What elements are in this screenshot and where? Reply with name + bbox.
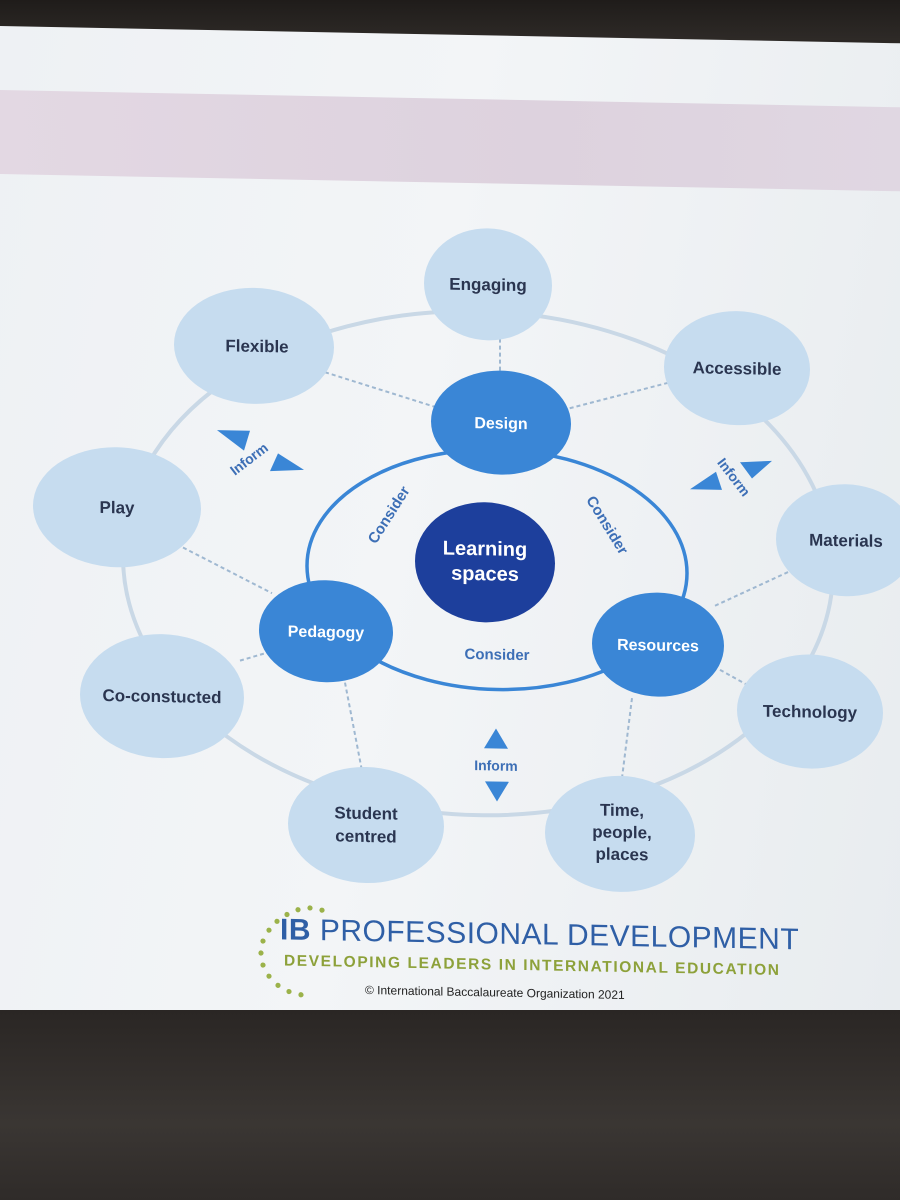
svg-text:Inform: Inform xyxy=(474,757,518,774)
svg-text:Materials: Materials xyxy=(809,531,883,551)
consider-label-left: Consider xyxy=(365,483,414,547)
outer-node-co-constructed: Co-constucted xyxy=(80,634,244,759)
svg-text:Time,: Time, xyxy=(600,801,644,821)
brand-tagline: DEVELOPING LEADERS IN INTERNATIONAL EDUC… xyxy=(284,952,781,979)
ib-logo-block: IB PROFESSIONAL DEVELOPMENT DEVELOPING L… xyxy=(250,899,870,1011)
outer-node-time-people-places: Time, people, places xyxy=(545,775,695,892)
consider-label-bottom: Consider xyxy=(464,646,529,664)
triangle-arrow-icon xyxy=(270,453,304,472)
consider-label-right: Consider xyxy=(582,493,631,558)
svg-text:Inform: Inform xyxy=(227,439,271,478)
outer-node-flexible: Flexible xyxy=(174,287,334,404)
projected-slide: Engaging Flexible Accessible Materials P… xyxy=(0,26,900,1040)
svg-text:Design: Design xyxy=(474,415,527,433)
outer-node-accessible: Accessible xyxy=(664,311,810,426)
inform-marker-right: Inform xyxy=(690,455,772,499)
svg-text:people,: people, xyxy=(592,822,652,842)
brand-prefix: IB xyxy=(280,913,311,947)
learning-spaces-diagram: Engaging Flexible Accessible Materials P… xyxy=(33,228,900,892)
svg-text:places: places xyxy=(596,844,649,864)
outer-node-materials: Materials xyxy=(776,484,900,597)
triangle-arrow-icon xyxy=(690,471,722,490)
svg-text:Engaging: Engaging xyxy=(449,275,526,295)
inform-marker-left: Inform xyxy=(217,430,304,478)
svg-text:centred: centred xyxy=(335,826,396,846)
outer-node-engaging: Engaging xyxy=(424,228,552,341)
outer-node-technology: Technology xyxy=(737,654,883,769)
triangle-arrow-icon xyxy=(740,460,772,479)
center-node-learning-spaces: Learning spaces xyxy=(415,502,555,623)
triangle-arrow-icon xyxy=(217,430,250,451)
svg-text:Resources: Resources xyxy=(617,637,699,656)
connector-lines xyxy=(182,338,791,779)
svg-text:Student: Student xyxy=(334,803,398,823)
triangle-down-icon xyxy=(485,781,509,802)
svg-text:Pedagogy: Pedagogy xyxy=(288,624,365,642)
inner-node-resources: Resources xyxy=(592,592,724,697)
brand-title: IB PROFESSIONAL DEVELOPMENT xyxy=(280,913,799,957)
outer-node-play: Play xyxy=(33,447,201,568)
svg-text:Inform: Inform xyxy=(714,455,753,499)
svg-text:spaces: spaces xyxy=(451,563,519,586)
svg-text:Flexible: Flexible xyxy=(225,336,288,356)
projector-frame-bottom xyxy=(0,1010,900,1200)
inform-marker-bottom: Inform xyxy=(474,728,518,802)
inner-node-design: Design xyxy=(431,370,571,475)
svg-text:Technology: Technology xyxy=(763,702,858,723)
triangle-up-icon xyxy=(484,728,508,749)
svg-text:Learning: Learning xyxy=(443,538,527,562)
outer-node-student-centred: Student centred xyxy=(288,767,444,884)
svg-text:Accessible: Accessible xyxy=(693,358,782,379)
ib-dotted-arc-icon xyxy=(258,905,325,998)
copyright-notice: © International Baccalaureate Organizati… xyxy=(365,983,625,1002)
svg-text:Co-constucted: Co-constucted xyxy=(103,686,222,707)
inner-node-pedagogy: Pedagogy xyxy=(259,580,393,683)
brand-name: PROFESSIONAL DEVELOPMENT xyxy=(311,913,800,957)
svg-text:Play: Play xyxy=(100,498,136,518)
